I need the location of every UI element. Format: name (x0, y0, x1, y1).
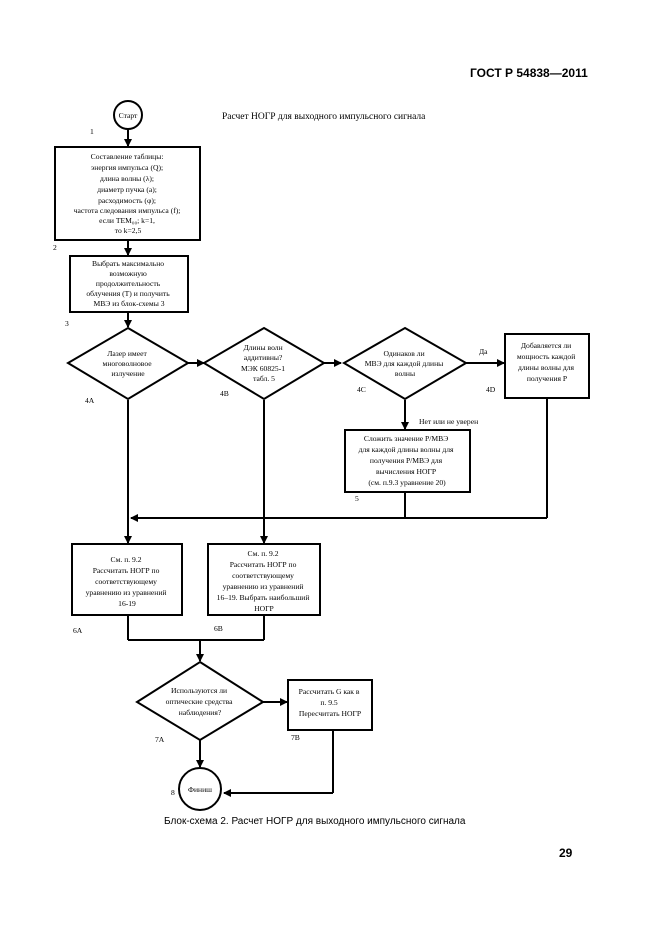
box-7b-text: Рассчитать G как в п. 9.5 Пересчитать НО… (299, 687, 362, 718)
box-6b-text: См. п. 9.2 Рассчитать НОГР по соответств… (217, 549, 312, 613)
step-number: 6B (214, 624, 223, 633)
box-4d-text: Добавляется ли мощность каждой длины вол… (517, 341, 577, 383)
standard-header: ГОСТ Р 54838—2011 (470, 66, 588, 80)
step-number: 4D (486, 385, 496, 394)
decision-4a: Лазер имеет многоволновое излучение (66, 326, 190, 401)
decision-7a-text: Используются ли оптические средства набл… (166, 686, 235, 717)
step-number: 3 (65, 319, 69, 328)
box-2-text: Выбрать максимально возможную продолжите… (86, 259, 171, 308)
finish-terminal: Финиш (178, 767, 222, 811)
box-5: Сложить значение P/МВЭ для каждой длины … (344, 429, 471, 493)
connectors (124, 128, 548, 797)
branch-no-label: Нет или не уверен (419, 417, 478, 426)
box-6b: См. п. 9.2 Рассчитать НОГР по соответств… (207, 543, 321, 616)
step-number: 4B (220, 389, 229, 398)
step-number: 7A (155, 735, 165, 744)
step-number: 5 (355, 494, 359, 503)
decision-4b: Длины волн аддитивны? МЭК 60825-1 табл. … (202, 326, 326, 401)
box-1: Составление таблицы: энергия импульса (Q… (54, 146, 201, 241)
finish-label: Финиш (188, 785, 212, 794)
box-2: Выбрать максимально возможную продолжите… (69, 255, 189, 313)
step-number: 4C (357, 385, 366, 394)
flowchart-title: Расчет НОГР для выходного импульсного си… (222, 112, 426, 122)
step-number: 2 (53, 243, 57, 252)
start-terminal: Старт (113, 100, 143, 130)
step-number: 8 (171, 788, 175, 797)
box-5-text: Сложить значение P/МВЭ для каждой длины … (359, 434, 456, 487)
box-7b: Рассчитать G как в п. 9.5 Пересчитать НО… (287, 679, 373, 731)
box-4d: Добавляется ли мощность каждой длины вол… (504, 333, 590, 399)
step-number: 4A (85, 396, 95, 405)
step-labels: 1 2 3 4A 4B 4C 4D 5 6A 6B 7A 7B 8 Да Нет… (53, 127, 496, 797)
start-label: Старт (119, 111, 138, 120)
decision-4a-text: Лазер имеет многоволновое излучение (103, 349, 154, 378)
branch-yes-label: Да (479, 347, 488, 356)
page-number: 29 (559, 846, 573, 860)
decision-7a: Используются ли оптические средства набл… (135, 660, 265, 742)
decision-4c: Одинаков ли МВЭ для каждой длины волны (342, 326, 468, 401)
step-number: 1 (90, 127, 94, 136)
figure-caption: Блок-схема 2. Расчет НОГР для выходного … (164, 816, 466, 827)
box-1-text: Составление таблицы: энергия импульса (Q… (74, 152, 183, 235)
box-6a-text: См. п. 9.2 Рассчитать НОГР по соответств… (86, 555, 169, 608)
step-number: 7B (291, 733, 300, 742)
decision-4c-text: Одинаков ли МВЭ для каждой длины волны (365, 349, 445, 378)
step-number: 6A (73, 626, 83, 635)
decision-4b-text: Длины волн аддитивны? МЭК 60825-1 табл. … (241, 343, 287, 383)
box-6a: См. п. 9.2 Рассчитать НОГР по соответств… (71, 543, 183, 616)
